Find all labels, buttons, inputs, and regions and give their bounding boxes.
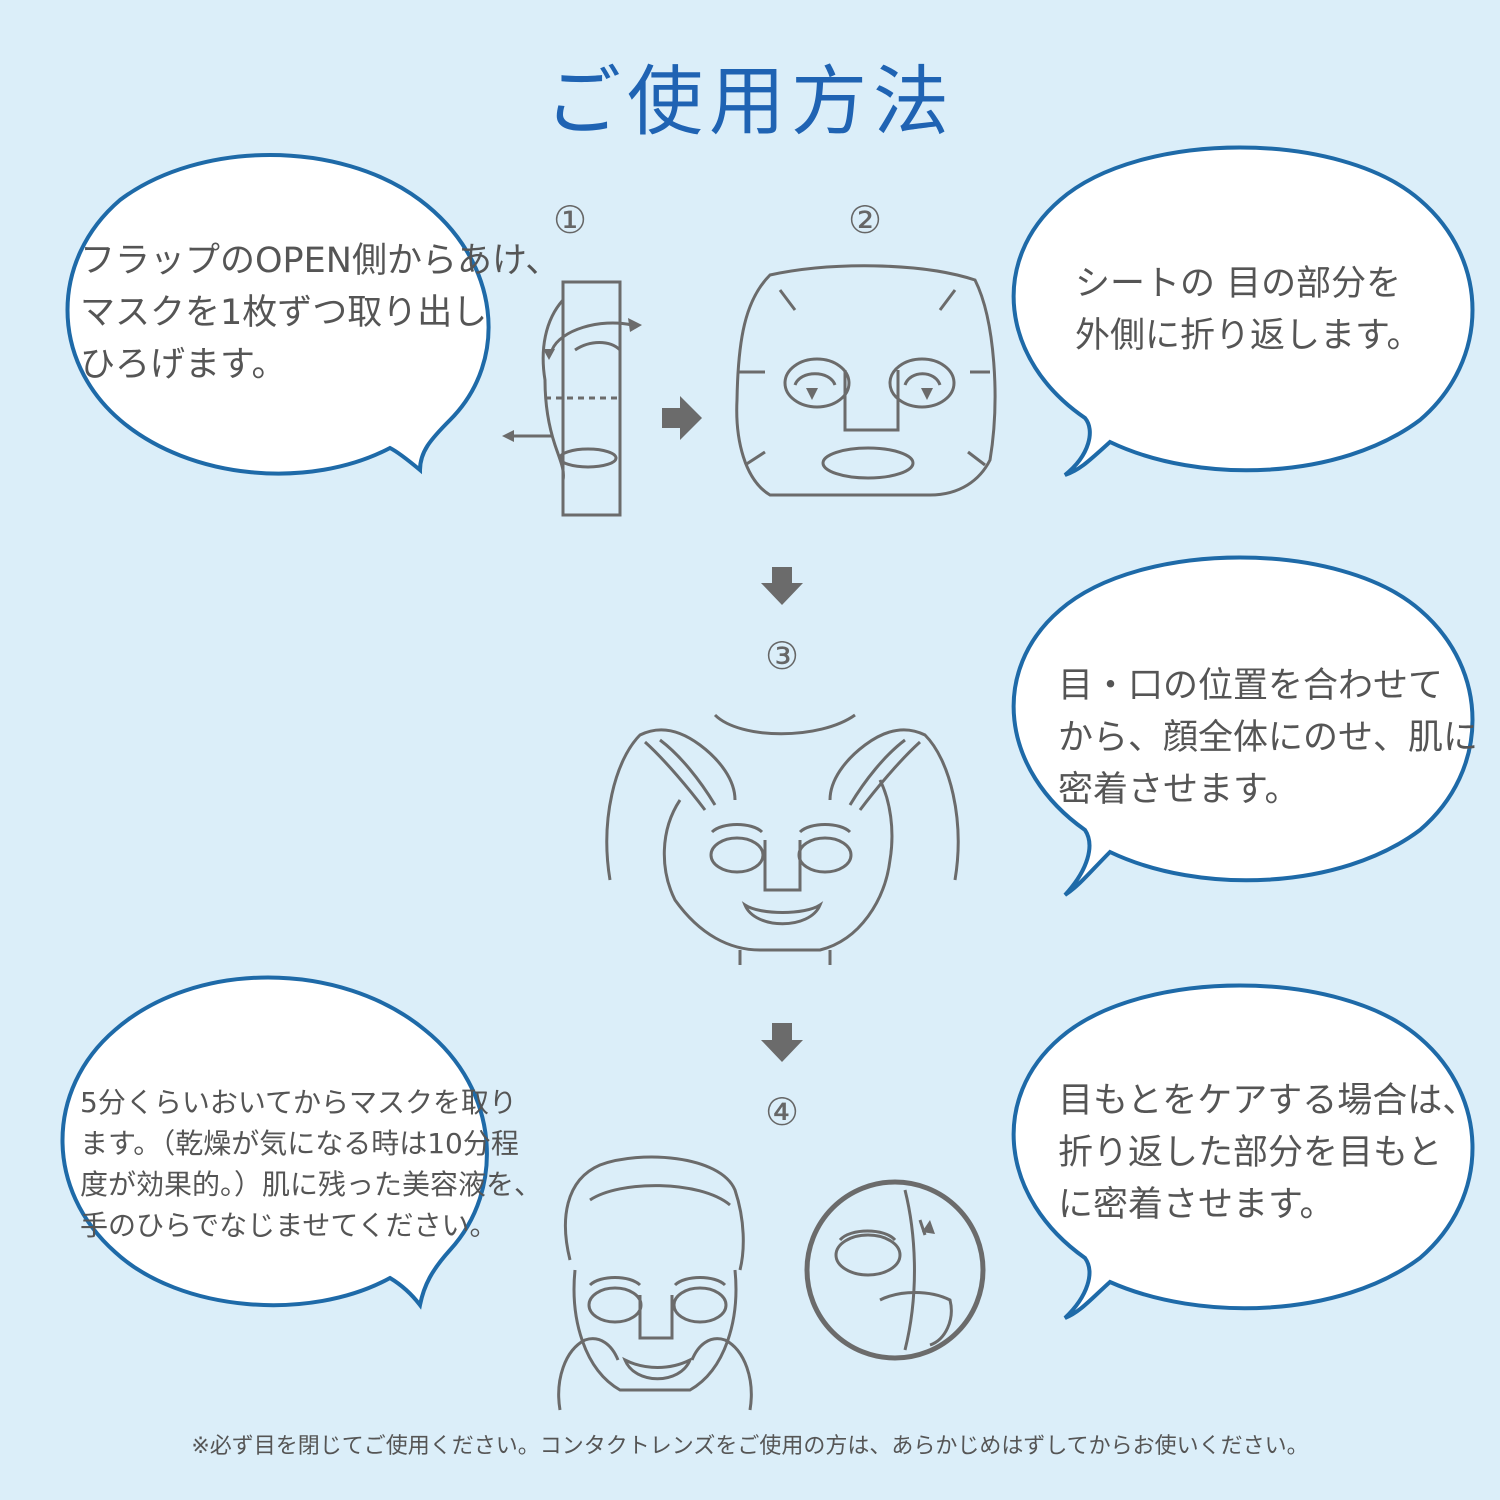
- step4-text-line: 度が効果的。）肌に残った美容液を、: [80, 1168, 543, 1201]
- bubble-eye-care: [1011, 983, 1475, 1320]
- step2-text-line: シートの 目の部分を: [1075, 264, 1402, 304]
- eye-care-inset-illustration: [804, 1179, 986, 1361]
- eye-care-text: 目もとをケアする場合は、 折り返した部分を目もと に密着させます。: [1058, 1075, 1477, 1231]
- step1-text-line: ひろげます。: [80, 345, 287, 385]
- eye-care-text-line: 目もとをケアする場合は、: [1058, 1081, 1478, 1121]
- bubble-step2: [1011, 145, 1475, 477]
- step1-text-line: マスクを1枚ずつ取り出し: [80, 293, 488, 333]
- step1-text: フラップのOPEN側からあけ、 マスクを1枚ずつ取り出し ひろげます。: [80, 235, 560, 391]
- footnote: ※必ず目を閉じてご使用ください。コンタクトレンズをご使用の方は、あらかじめはずし…: [191, 1434, 1309, 1459]
- step2-number: ②: [847, 198, 883, 242]
- bubble-step4: [60, 975, 489, 1310]
- step2-text-line: 外側に折り返します。: [1075, 316, 1422, 356]
- step4-text-line: 5分くらいおいてからマスクを取り: [80, 1086, 517, 1119]
- step1-text-line: フラップのOPEN側からあけ、: [80, 241, 561, 281]
- step3-number: ③: [764, 634, 800, 678]
- step3-text-line: 目・口の位置を合わせて: [1058, 666, 1444, 706]
- step3-applying-mask-illustration: [605, 713, 960, 965]
- step3-text-line: 密着させます。: [1058, 770, 1300, 810]
- step1-folded-mask-illustration: [508, 280, 633, 517]
- step4-text-line: 手のひらでなじませてください。: [80, 1209, 498, 1242]
- step1-number: ①: [552, 198, 588, 242]
- step4-number: ④: [764, 1090, 800, 1134]
- bubble-step1: [65, 153, 491, 476]
- page-title: ご使用方法: [545, 57, 955, 146]
- bubble-step3: [1011, 555, 1475, 897]
- step2-text: シートの 目の部分を 外側に折り返します。: [1075, 258, 1422, 362]
- eye-care-text-line: に密着させます。: [1058, 1185, 1335, 1225]
- down-arrow-icon: [761, 567, 803, 605]
- step2-flat-mask-illustration: [735, 264, 997, 497]
- right-arrow-icon: [662, 396, 702, 440]
- eye-care-text-line: 折り返した部分を目もと: [1058, 1133, 1443, 1173]
- step4-face-mask-illustration: [557, 1155, 753, 1411]
- down-arrow-icon: [761, 1023, 803, 1062]
- step4-text-line: ます。（乾燥が気になる時は10分程: [80, 1127, 519, 1160]
- step4-text: 5分くらいおいてからマスクを取り ます。（乾燥が気になる時は10分程 度が効果的…: [80, 1082, 542, 1246]
- step3-text: 目・口の位置を合わせて から、顔全体にのせ、肌に 密着させます。: [1058, 660, 1478, 816]
- step3-text-line: から、顔全体にのせ、肌に: [1058, 718, 1479, 758]
